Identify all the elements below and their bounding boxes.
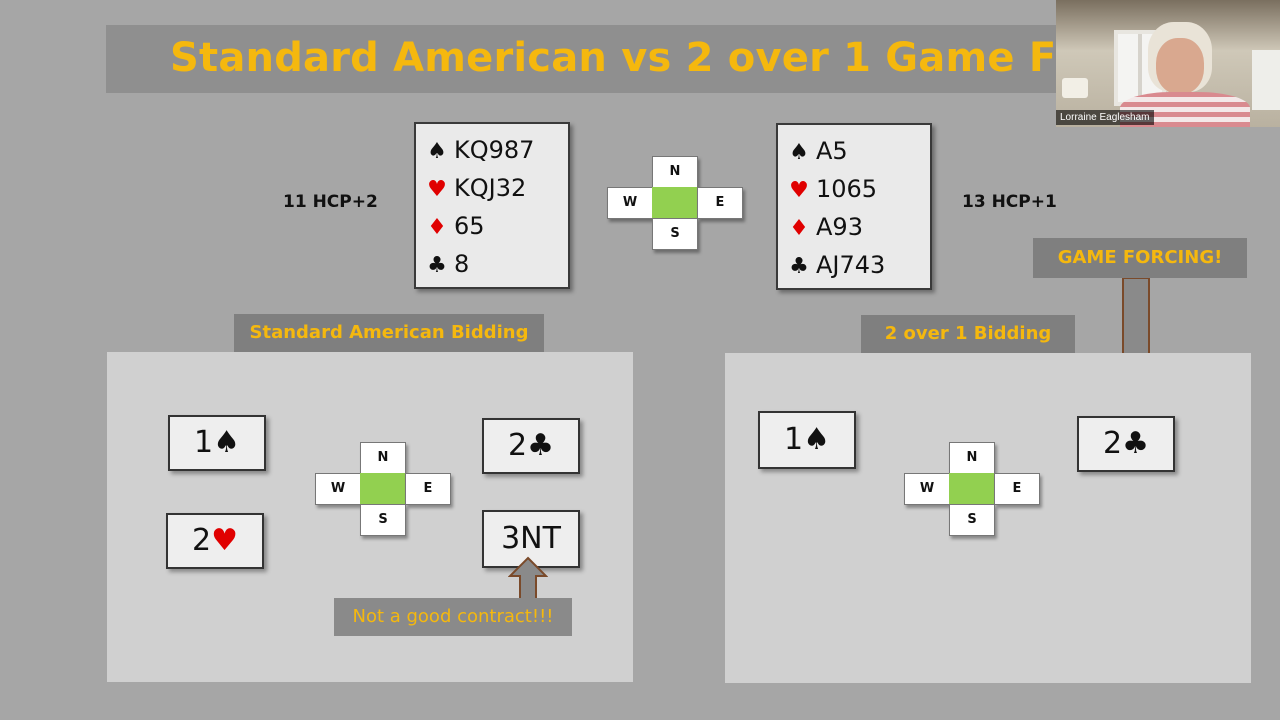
bid-level: 2 (508, 428, 528, 463)
bid-level: 1 (784, 422, 804, 457)
slide-title: Standard American vs 2 over 1 Game Forci… (170, 35, 1080, 81)
heart-icon: ♥ (789, 178, 809, 203)
west-diamonds-holding: 65 (454, 212, 485, 240)
west-clubs-holding: 8 (454, 250, 470, 278)
slide-title-bar: Standard American vs 2 over 1 Game Forci… (106, 25, 1080, 93)
webcam-video-tile[interactable]: Lorraine Eaglesham (1056, 0, 1280, 127)
compass-east: E (697, 187, 743, 219)
bid-level: 1 (194, 425, 214, 460)
east-hand-card: ♠ A5 ♥ 1065 ♦ A93 ♣ AJ743 (776, 123, 932, 290)
two-over-one-compass: N W E S (904, 442, 1040, 538)
compass-center (652, 187, 698, 219)
east-hearts-row: ♥ 1065 (788, 171, 877, 207)
two-over-one-bid-2club: 2♣ (1077, 416, 1175, 472)
diamond-icon: ♦ (427, 215, 447, 240)
club-icon: ♣ (527, 428, 554, 463)
west-clubs-row: ♣8 (426, 246, 469, 282)
standard-american-header: Standard American Bidding (234, 314, 544, 352)
not-good-contract-arrow (508, 556, 548, 602)
compass-north: N (360, 442, 406, 474)
sa-bid-2heart: 2♥ (166, 513, 264, 569)
bid-level: 2 (192, 523, 212, 558)
two-over-one-header: 2 over 1 Bidding (861, 315, 1075, 353)
webcam-lamp (1062, 78, 1088, 98)
spade-icon: ♠ (789, 140, 809, 165)
bid-level: 3NT (501, 521, 561, 556)
compass-south: S (949, 504, 995, 536)
heart-icon: ♥ (211, 523, 238, 558)
club-icon: ♣ (789, 254, 809, 279)
compass-east: E (994, 473, 1040, 505)
east-clubs-row: ♣ AJ743 (788, 247, 885, 283)
compass-north: N (652, 156, 698, 188)
west-diamonds-row: ♦ 65 (426, 208, 485, 244)
sa-bid-2club: 2♣ (482, 418, 580, 474)
diamond-icon: ♦ (789, 216, 809, 241)
participant-name-label: Lorraine Eaglesham (1056, 110, 1154, 125)
top-compass: N W E S (607, 156, 743, 252)
west-hearts-holding: KQJ32 (454, 174, 527, 202)
west-hearts-row: ♥ KQJ32 (426, 170, 526, 206)
west-hand-card: ♠KQ987 ♥KQJ32 ♦65 ♣8 (414, 122, 570, 289)
east-diamonds-holding: A93 (816, 213, 863, 241)
compass-center (360, 473, 406, 505)
heart-icon: ♥ (427, 177, 447, 202)
compass-north: N (949, 442, 995, 474)
bid-level: 2 (1103, 426, 1123, 461)
sa-compass: N W E S (315, 442, 451, 538)
west-spades-row: ♠ KQ987 (426, 132, 534, 168)
spade-icon: ♠ (213, 425, 240, 460)
compass-center (949, 473, 995, 505)
club-icon: ♣ (1122, 426, 1149, 461)
east-hcp-label: 13 HCP+1 (962, 192, 1057, 212)
two-over-one-bid-1spade: 1♠ (758, 411, 856, 469)
compass-west: W (607, 187, 653, 219)
spade-icon: ♠ (427, 139, 447, 164)
spade-icon: ♠ (803, 422, 830, 457)
east-diamonds-row: ♦ A93 (788, 209, 863, 245)
game-forcing-callout: GAME FORCING! (1033, 238, 1247, 278)
east-hearts-holding: 1065 (816, 175, 878, 203)
webcam-window-background-2 (1252, 50, 1280, 110)
sa-bid-1spade: 1♠ (168, 415, 266, 471)
east-spades-row: ♠ A5 (788, 133, 848, 169)
compass-east: E (405, 473, 451, 505)
west-spades-holding: KQ987 (454, 136, 535, 164)
webcam-participant-face (1156, 38, 1204, 94)
compass-west: W (904, 473, 950, 505)
west-hcp-label: 11 HCP+2 (283, 192, 378, 212)
club-icon: ♣ (427, 253, 447, 278)
east-spades-holding: A5 (816, 137, 848, 165)
compass-south: S (652, 218, 698, 250)
not-good-contract-note: Not a good contract!!! (334, 598, 572, 636)
compass-west: W (315, 473, 361, 505)
compass-south: S (360, 504, 406, 536)
east-clubs-holding: AJ743 (816, 251, 886, 279)
